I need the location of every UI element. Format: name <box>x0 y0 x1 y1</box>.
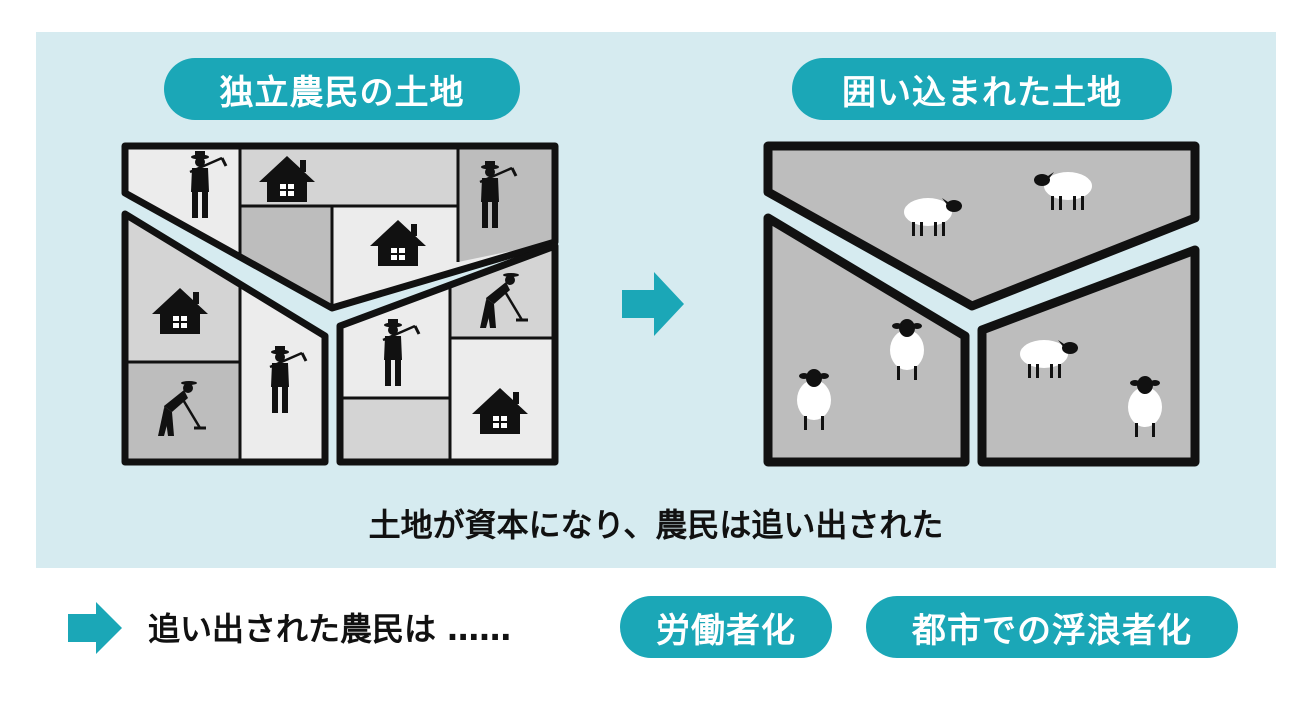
enclosed-land-label: 囲い込まれた土地 <box>792 58 1172 120</box>
independent-land-map <box>121 142 559 466</box>
caption: 土地が資本になり、農民は追い出された <box>368 506 944 544</box>
arrow-right-icon <box>68 602 122 654</box>
vagrant-label: 都市での浮浪者化 <box>866 596 1238 658</box>
independent-land-label: 独立農民の土地 <box>164 58 520 120</box>
arrow-right-icon <box>622 272 684 336</box>
enclosed-land-map <box>763 141 1200 467</box>
bottom-text: 追い出された農民は …… <box>148 610 512 648</box>
labor-label: 労働者化 <box>620 596 832 658</box>
